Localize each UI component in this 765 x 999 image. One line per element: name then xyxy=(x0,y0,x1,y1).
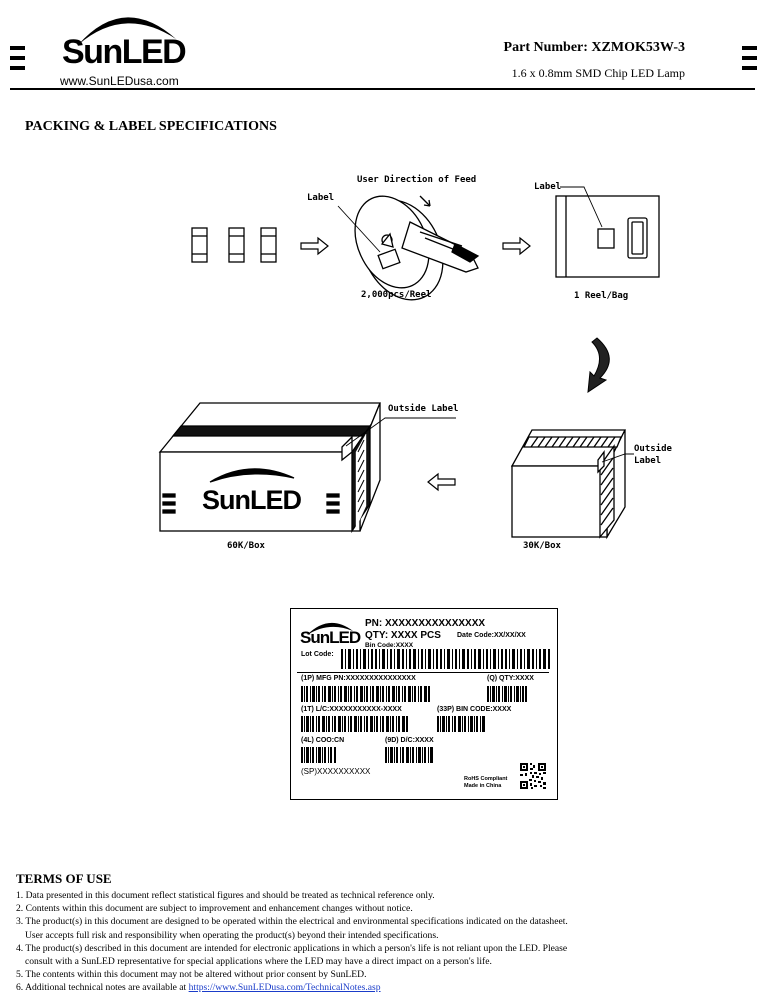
terms-item: 3. The product(s) in this document are d… xyxy=(16,916,568,928)
small-box-quantity: 30K/Box xyxy=(523,541,561,551)
label-rohs: RoHS Compliant xyxy=(464,776,508,782)
section-title: PACKING & LABEL SPECIFICATIONS xyxy=(25,119,277,134)
label-logo-arc-icon xyxy=(307,622,353,635)
small-box-label-line1: Outside xyxy=(634,444,672,454)
website-text: www.SunLEDusa.com xyxy=(60,74,179,88)
label-date-code: Date Code:XX/XX/XX xyxy=(457,632,526,639)
coo-barcode xyxy=(301,747,336,763)
small-box-icon xyxy=(510,429,634,540)
terms-item: 5. The contents within this document may… xyxy=(16,969,367,981)
label-lc: (1T) L/C:XXXXXXXXXXX-XXXX xyxy=(301,706,402,713)
terms-title: TERMS OF USE xyxy=(16,871,112,886)
small-box-label-line2: Label xyxy=(634,456,662,466)
label-bin-code-33p: (33P) BIN CODE:XXXX xyxy=(437,706,512,713)
terms-item: 4. The product(s) described in this docu… xyxy=(16,942,568,954)
label-dc: (9D) D/C:XXXX xyxy=(385,737,434,744)
technical-notes-link[interactable]: https://www.SunLEDusa.com/TechnicalNotes… xyxy=(188,982,381,994)
label-made-in: Made in China xyxy=(464,783,502,789)
reel-quantity: 2,000pcs/Reel xyxy=(361,290,432,300)
reel-label-text: Label xyxy=(307,193,335,203)
header-left-bars-icon xyxy=(10,46,25,76)
header-right-bars-icon xyxy=(742,46,757,76)
reel-icon xyxy=(337,195,480,301)
bag-label-text: Label xyxy=(534,182,562,192)
bin-barcode xyxy=(437,716,485,732)
label-pn: PN: XXXXXXXXXXXXXXX xyxy=(365,618,486,629)
large-box-icon xyxy=(158,402,456,534)
header-logo: SunLED xyxy=(62,33,187,71)
large-box-outside-label: Outside Label xyxy=(388,404,459,414)
dc-barcode xyxy=(385,747,433,763)
label-mfg-pn: (1P) MFG PN:XXXXXXXXXXXXXXX xyxy=(301,675,416,682)
header-divider xyxy=(10,88,755,90)
label-q-qty: (Q) QTY:XXXX xyxy=(487,675,534,682)
bag-quantity: 1 Reel/Bag xyxy=(574,291,629,301)
part-number: Part Number: XZMOK53W-3 xyxy=(503,40,685,55)
packing-diagram xyxy=(158,186,660,540)
part-description: 1.6 x 0.8mm SMD Chip LED Lamp xyxy=(511,66,685,80)
sunled-logo-arc-icon xyxy=(78,17,176,45)
feed-direction-label: User Direction of Feed xyxy=(357,175,477,185)
small-box-outside-label: Outside Label xyxy=(634,443,672,467)
label-divider xyxy=(297,672,549,673)
led-chip-icon xyxy=(191,227,277,263)
lot-barcode xyxy=(341,649,550,669)
terms-list: 1. Data presented in this document refle… xyxy=(16,889,756,995)
terms-item: User accepts full risk and responsibilit… xyxy=(25,929,439,941)
qr-code-icon xyxy=(520,763,546,789)
terms-item: 2. Contents within this document are sub… xyxy=(16,903,413,915)
label-qty: QTY: XXXX PCS xyxy=(365,630,441,641)
label-logo: SunLED xyxy=(300,628,361,647)
label-bin-code: Bin Code:XXXX xyxy=(365,642,414,649)
mfg-barcode xyxy=(301,686,430,702)
arrow-right-icon xyxy=(300,236,531,256)
bag-icon xyxy=(555,186,660,278)
terms-item-last: 6. Additional technical notes are availa… xyxy=(16,981,756,994)
terms-item: consult with a SunLED representative for… xyxy=(25,956,492,968)
label-coo: (4L) COO:CN xyxy=(301,737,345,744)
label-lot-code: Lot Code: xyxy=(301,651,334,658)
label-sp: (SP)XXXXXXXXXX xyxy=(301,767,371,776)
product-label: SunLED PN: XXXXXXXXXXXXXXX QTY: XXXX PCS… xyxy=(290,608,558,800)
arrow-left-icon xyxy=(427,472,456,492)
terms-item: 1. Data presented in this document refle… xyxy=(16,890,435,901)
curved-arrow-icon xyxy=(587,337,610,394)
large-box-logo: SunLED xyxy=(202,485,302,515)
terms-item-text: 6. Additional technical notes are availa… xyxy=(16,982,189,994)
large-box-quantity: 60K/Box xyxy=(227,541,265,551)
qty-barcode xyxy=(487,686,527,702)
lc-barcode xyxy=(301,716,408,732)
